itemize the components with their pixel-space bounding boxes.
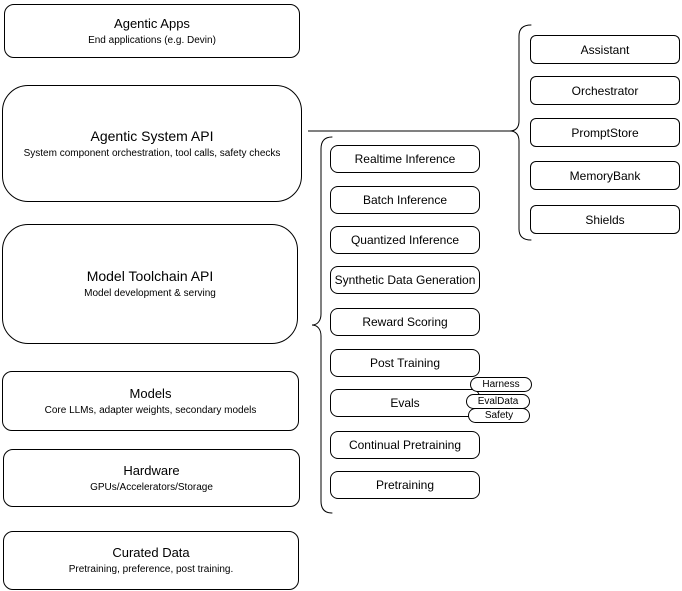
node-shields: Shields (530, 205, 680, 234)
node-title: Hardware (123, 462, 180, 478)
node-subtitle: Core LLMs, adapter weights, secondary mo… (44, 404, 257, 416)
node-label: Reward Scoring (362, 315, 448, 329)
node-label: Post Training (369, 356, 441, 370)
node-subtitle: End applications (e.g. Devin) (88, 34, 216, 46)
node-title: Models (129, 385, 172, 401)
node-label: Shields (585, 212, 625, 227)
node-subtitle: Model development & serving (84, 288, 216, 299)
node-title: Curated Data (112, 545, 190, 560)
node-label: Assistant (580, 42, 630, 57)
toolchain-brace (311, 136, 333, 514)
pill-label: Safety (484, 410, 514, 421)
system-brace (509, 24, 532, 241)
node-reward-scoring: Reward Scoring (330, 308, 480, 336)
node-realtime-inference: Realtime Inference (330, 145, 480, 173)
node-label: Synthetic Data Generation (334, 273, 476, 287)
node-subtitle: System component orchestration, tool cal… (23, 147, 281, 159)
node-agentic-system-api: Agentic System API System component orch… (2, 85, 302, 202)
node-batch-inference: Batch Inference (330, 186, 480, 214)
node-title: Model Toolchain API (86, 268, 214, 284)
node-orchestrator: Orchestrator (530, 76, 680, 105)
node-post-training: Post Training (330, 349, 480, 377)
node-continual-pretraining: Continual Pretraining (330, 431, 480, 459)
node-label: Batch Inference (362, 193, 448, 207)
node-memorybank: MemoryBank (530, 161, 680, 190)
pill-evaldata: EvalData (466, 394, 530, 409)
node-label: Evals (390, 396, 420, 410)
node-label: PromptStore (571, 125, 639, 140)
node-label: Quantized Inference (350, 233, 460, 247)
pill-safety: Safety (468, 408, 530, 423)
node-hardware: Hardware GPUs/Accelerators/Storage (3, 449, 300, 507)
node-synthetic-data-generation: Synthetic Data Generation (330, 266, 480, 294)
node-agentic-apps: Agentic Apps End applications (e.g. Devi… (4, 4, 300, 58)
node-models: Models Core LLMs, adapter weights, secon… (2, 371, 299, 431)
node-label: Orchestrator (571, 83, 639, 98)
node-assistant: Assistant (530, 35, 680, 64)
node-title: Agentic System API (90, 127, 214, 144)
node-evals: Evals (330, 389, 480, 417)
pill-label: EvalData (477, 396, 519, 407)
node-pretraining: Pretraining (330, 471, 480, 499)
node-title: Agentic Apps (114, 15, 190, 31)
node-label: Realtime Inference (354, 152, 456, 166)
node-model-toolchain-api: Model Toolchain API Model development & … (2, 224, 298, 344)
node-label: Pretraining (375, 478, 435, 492)
node-label: MemoryBank (569, 168, 641, 183)
pill-label: Harness (482, 379, 520, 390)
pill-harness: Harness (470, 377, 532, 392)
node-curated-data: Curated Data Pretraining, preference, po… (3, 531, 299, 590)
node-label: Continual Pretraining (348, 438, 462, 452)
node-promptstore: PromptStore (530, 118, 680, 147)
node-quantized-inference: Quantized Inference (330, 226, 480, 254)
node-subtitle: Pretraining, preference, post training. (68, 564, 234, 575)
node-subtitle: GPUs/Accelerators/Storage (90, 481, 213, 493)
